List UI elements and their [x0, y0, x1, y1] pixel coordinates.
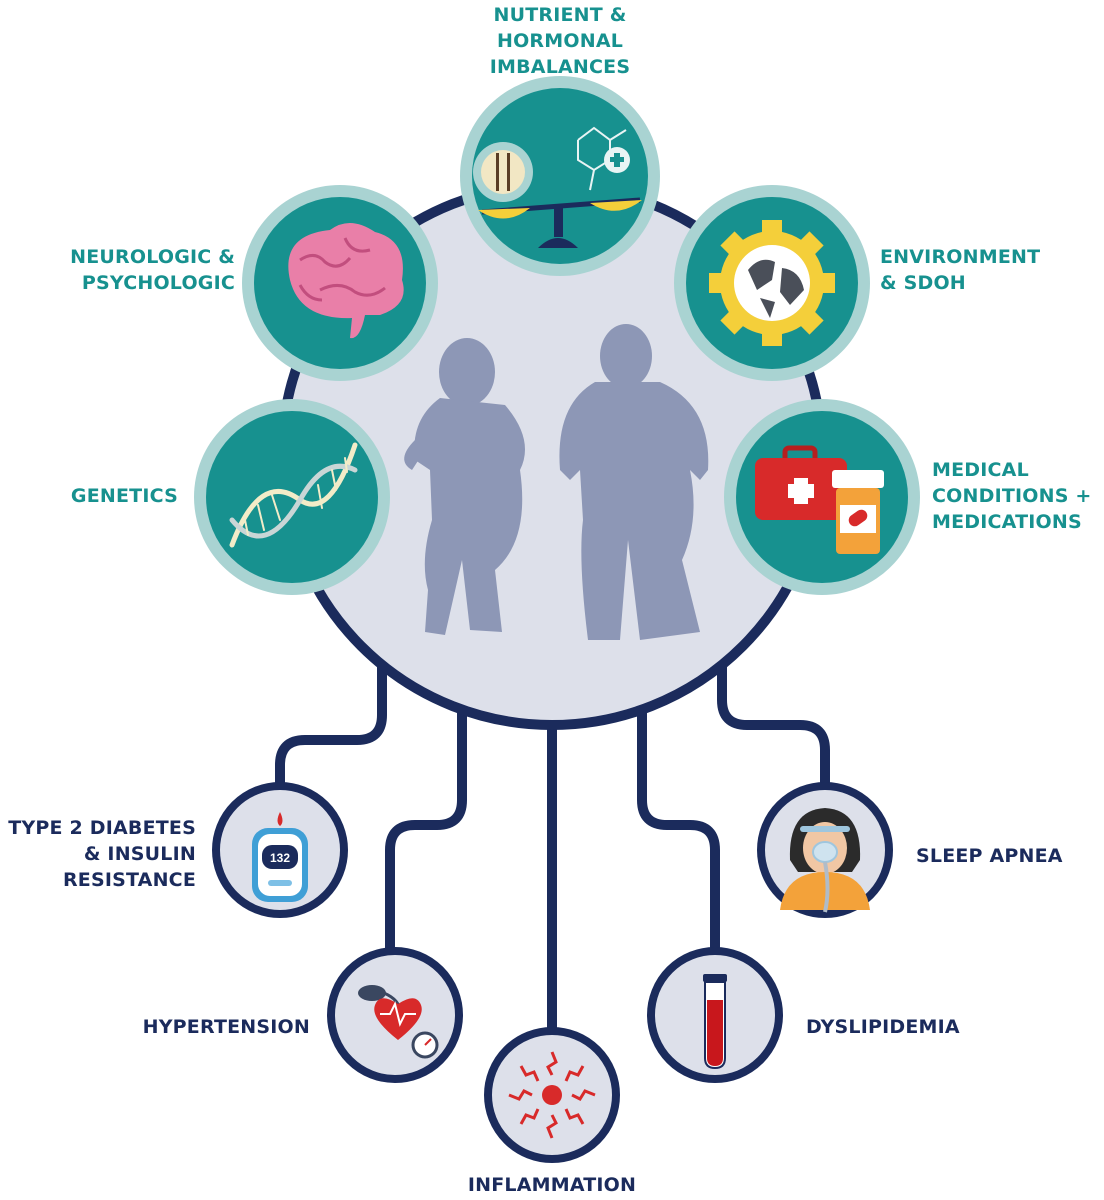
glucose-reading: 132	[270, 851, 290, 865]
medical-label: MEDICAL CONDITIONS + MEDICATIONS	[932, 457, 1100, 535]
inflammation-burst-icon	[508, 1051, 596, 1139]
connector-hypertension	[385, 690, 467, 950]
diabetes-label-line-3: RESISTANCE	[62, 869, 196, 891]
sleep-apnea-circle	[757, 782, 893, 918]
glucose-meter-icon: 132	[252, 812, 308, 902]
diabetes-label-line-2: & INSULIN	[83, 843, 196, 865]
sleep-apnea-label: SLEEP APNEA	[916, 843, 1096, 869]
environment-circle	[674, 185, 870, 381]
connector-diabetes	[275, 650, 387, 790]
medical-label-line-2: CONDITIONS +	[932, 485, 1092, 507]
nutrient-circle	[460, 76, 660, 276]
nutrient-label-line-3: IMBALANCES	[489, 56, 631, 78]
neurologic-label: NEUROLOGIC & PSYCHOLOGIC	[20, 244, 235, 296]
sleep-apnea-label-line-1: SLEEP APNEA	[916, 845, 1063, 867]
dna-icon	[229, 442, 358, 548]
genetics-label: GENETICS	[20, 483, 178, 509]
diabetes-circle: 132	[212, 782, 348, 918]
dyslipidemia-label-line-1: DYSLIPIDEMIA	[806, 1016, 960, 1038]
neurologic-circle	[242, 185, 438, 381]
globe-gear-icon	[709, 220, 835, 346]
connector-dyslipidemia	[637, 690, 720, 948]
blood-pressure-heart-icon	[358, 985, 439, 1059]
nutrient-label: NUTRIENT & HORMONAL IMBALANCES	[460, 2, 660, 80]
nutrient-label-line-1: NUTRIENT &	[493, 4, 627, 26]
hypertension-circle	[327, 947, 463, 1083]
inflammation-label-line-1: INFLAMMATION	[467, 1174, 637, 1196]
inflammation-label: INFLAMMATION	[440, 1172, 664, 1198]
hypertension-label-line-1: HYPERTENSION	[142, 1016, 310, 1038]
cpap-mask-icon	[780, 808, 870, 913]
neurologic-label-line-1: NEUROLOGIC &	[70, 246, 235, 268]
neurologic-label-line-2: PSYCHOLOGIC	[81, 272, 235, 294]
balance-scale-icon	[473, 126, 642, 248]
brain-icon	[288, 222, 404, 339]
inflammation-circle	[484, 1027, 620, 1163]
diabetes-label: TYPE 2 DIABETES & INSULIN RESISTANCE	[0, 815, 196, 893]
environment-label-line-2: & SDOH	[880, 272, 966, 294]
medical-circle	[724, 399, 920, 595]
medical-label-line-1: MEDICAL	[932, 459, 1029, 481]
blood-test-tube-icon	[703, 974, 727, 1070]
connector-lines	[275, 650, 830, 1040]
hypertension-label: HYPERTENSION	[100, 1014, 310, 1040]
environment-label: ENVIRONMENT & SDOH	[880, 244, 1080, 296]
genetics-circle	[194, 399, 390, 595]
environment-label-line-1: ENVIRONMENT	[880, 246, 1041, 268]
genetics-label-line-1: GENETICS	[70, 485, 178, 507]
medical-label-line-3: MEDICATIONS	[932, 511, 1082, 533]
connector-sleep-apnea	[717, 650, 830, 790]
silhouette-woman-icon	[404, 338, 525, 635]
dyslipidemia-label: DYSLIPIDEMIA	[806, 1014, 1006, 1040]
nutrient-label-line-2: HORMONAL	[496, 30, 624, 52]
diabetes-label-line-1: TYPE 2 DIABETES	[8, 817, 196, 839]
dyslipidemia-circle	[647, 947, 783, 1083]
silhouette-man-icon	[559, 324, 709, 640]
medkit-pill-bottle-icon	[755, 445, 884, 554]
